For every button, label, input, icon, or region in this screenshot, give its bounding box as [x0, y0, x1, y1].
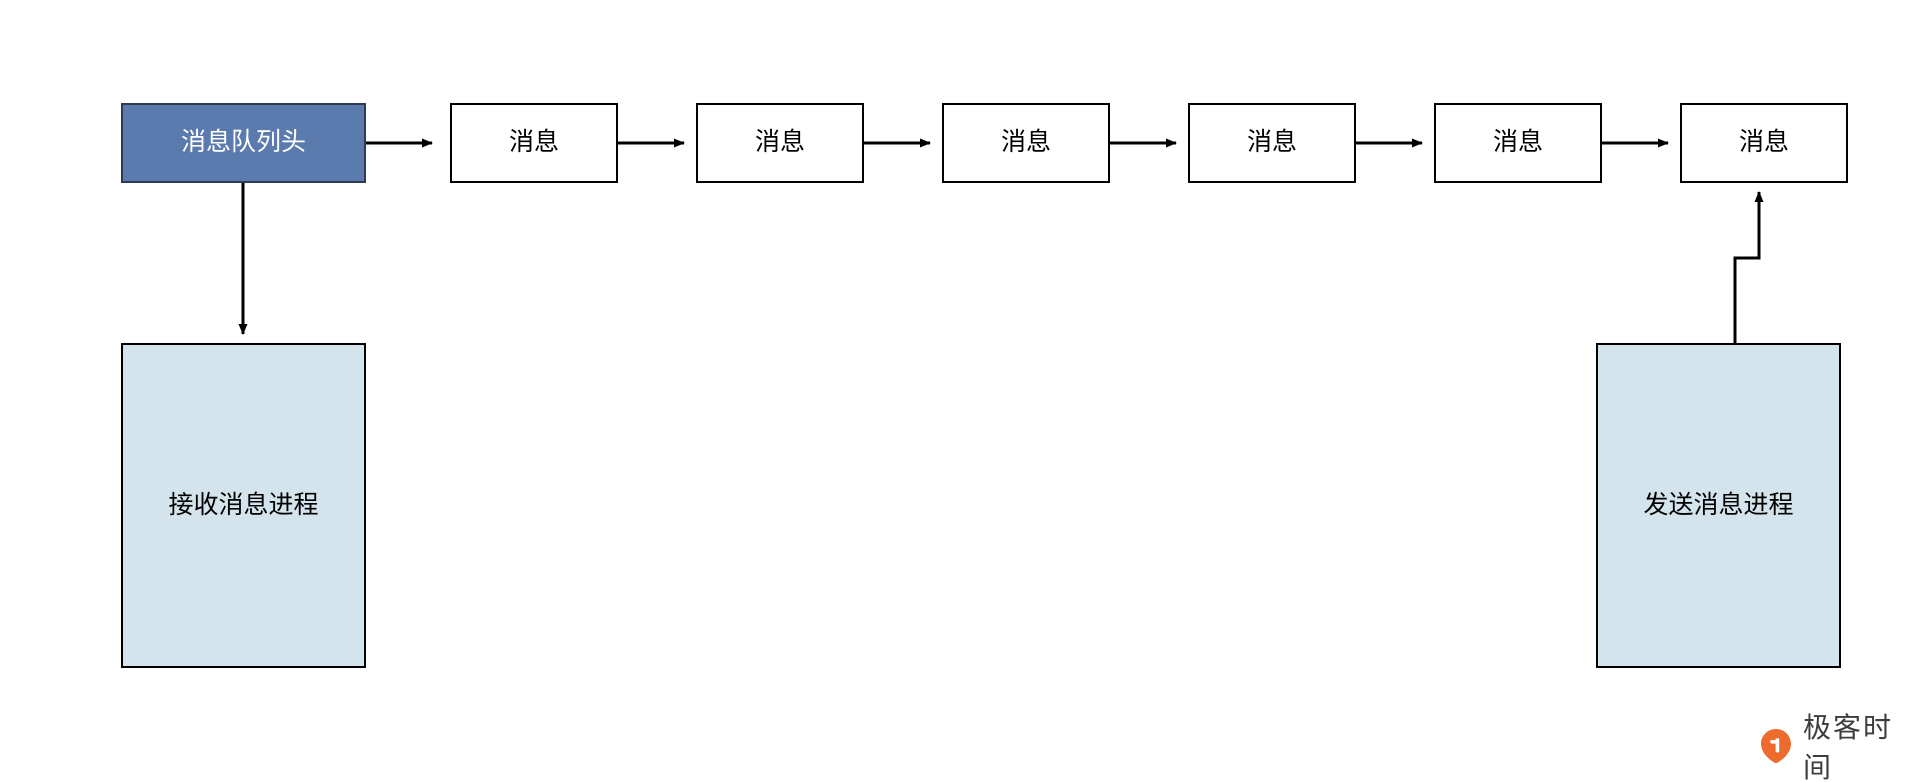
- arrow-send-process-to-last-message: [1733, 191, 1764, 343]
- node-message-5[interactable]: 消息: [1434, 103, 1602, 183]
- node-message-1-label: 消息: [508, 128, 559, 157]
- watermark-brand-text: 极客时间: [1803, 711, 1894, 782]
- node-message-3-label: 消息: [1000, 128, 1051, 157]
- node-message-3[interactable]: 消息: [942, 103, 1110, 183]
- node-send-process[interactable]: 发送消息进程: [1596, 343, 1841, 668]
- node-send-process-label: 发送消息进程: [1643, 490, 1794, 519]
- node-message-4[interactable]: 消息: [1188, 103, 1356, 183]
- node-message-6-label: 消息: [1738, 128, 1789, 157]
- node-receive-process[interactable]: 接收消息进程: [121, 343, 366, 668]
- geektime-logo-icon: [1758, 728, 1794, 764]
- node-message-2[interactable]: 消息: [696, 103, 864, 183]
- node-message-1[interactable]: 消息: [450, 103, 618, 183]
- node-message-6[interactable]: 消息: [1680, 103, 1848, 183]
- node-queue-head-label: 消息队列头: [180, 128, 306, 157]
- watermark: 极客时间: [1758, 706, 1920, 782]
- node-message-4-label: 消息: [1246, 128, 1297, 157]
- node-queue-head[interactable]: 消息队列头: [121, 103, 366, 183]
- node-message-2-label: 消息: [754, 128, 805, 157]
- node-receive-process-label: 接收消息进程: [168, 490, 319, 519]
- node-message-5-label: 消息: [1492, 128, 1543, 157]
